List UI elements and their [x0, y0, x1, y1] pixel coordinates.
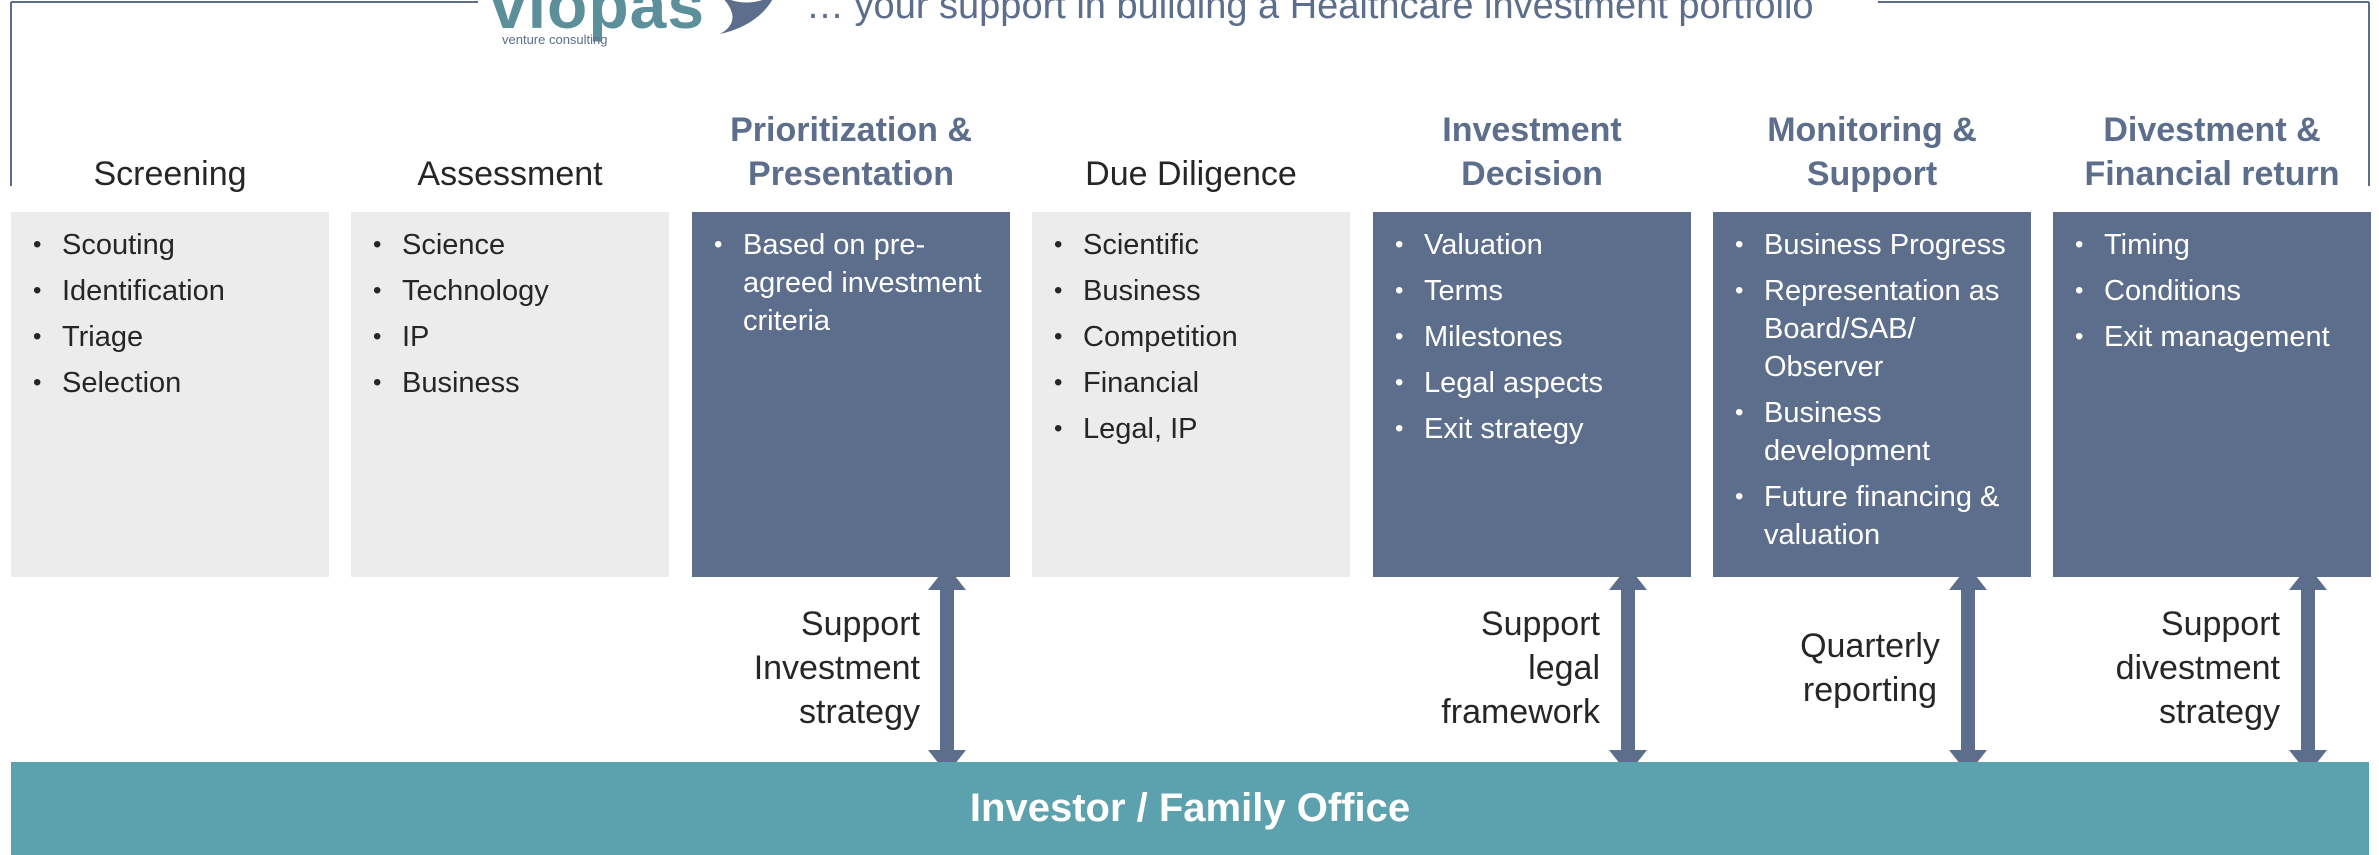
list-item: Scouting: [33, 226, 317, 264]
list-item: Competition: [1054, 318, 1338, 356]
list-item: Exit management: [2075, 318, 2359, 356]
list-item: Exit strategy: [1395, 410, 1679, 448]
stage-heading-assessment: Assessment: [417, 155, 603, 193]
support-label-investment-strategy: Support Investment strategy: [753, 605, 920, 731]
list-item: Legal, IP: [1054, 410, 1338, 448]
stage-box-investment-decision: Valuation Terms Milestones Legal aspects…: [1373, 212, 1691, 577]
logo: viopas: [490, 0, 706, 42]
list-item: Future financing & valuation: [1735, 478, 2019, 554]
stage-box-prioritization: Based on pre-agreed investment criteria: [692, 212, 1010, 577]
tagline: … your support in building a Healthcare …: [806, 0, 1814, 27]
list-item: Valuation: [1395, 226, 1679, 264]
list-item: Identification: [33, 272, 317, 310]
support-label-quarterly-reporting: Quarterly reporting: [1800, 627, 1940, 709]
list-item: Technology: [373, 272, 657, 310]
list-item: Science: [373, 226, 657, 264]
stage-heading-due-diligence: Due Diligence: [1085, 155, 1297, 193]
list-item: Legal aspects: [1395, 364, 1679, 402]
double-arrow-icon: [2289, 566, 2327, 774]
list-item: Scientific: [1054, 226, 1338, 264]
list-item: Conditions: [2075, 272, 2359, 310]
stage-box-due-diligence: Scientific Business Competition Financia…: [1032, 212, 1350, 577]
logo-subtitle: venture consulting: [502, 32, 608, 47]
list-item: Triage: [33, 318, 317, 356]
stage-heading-screening: Screening: [93, 155, 247, 193]
list-item: Business development: [1735, 394, 2019, 470]
investor-bar: Investor / Family Office: [11, 762, 2369, 855]
list-item: Business: [373, 364, 657, 402]
support-label-divestment-strategy: Support divestment strategy: [2115, 605, 2280, 731]
stage-heading-investment-decision: Investment Decision: [1442, 111, 1622, 193]
list-item: Timing: [2075, 226, 2359, 264]
support-label-legal-framework: Support legal framework: [1441, 605, 1600, 731]
list-item: Selection: [33, 364, 317, 402]
stage-box-divestment: Timing Conditions Exit management: [2053, 212, 2371, 577]
double-arrow-icon: [1609, 566, 1647, 774]
stage-heading-divestment: Divestment & Financial return: [2084, 111, 2340, 193]
double-arrow-icon: [928, 566, 966, 774]
stage-box-assessment: Science Technology IP Business: [351, 212, 669, 577]
list-item: Representation as Board/SAB/ Observer: [1735, 272, 2019, 386]
stage-heading-monitoring: Monitoring & Support: [1767, 111, 1977, 193]
list-item: Milestones: [1395, 318, 1679, 356]
stage-box-monitoring: Business Progress Representation as Boar…: [1713, 212, 2031, 577]
list-item: Based on pre-agreed investment criteria: [714, 226, 998, 340]
list-item: Business: [1054, 272, 1338, 310]
list-item: Terms: [1395, 272, 1679, 310]
list-item: Business Progress: [1735, 226, 2019, 264]
stage-box-screening: Scouting Identification Triage Selection: [11, 212, 329, 577]
list-item: Financial: [1054, 364, 1338, 402]
stage-heading-prioritization: Prioritization & Presentation: [730, 111, 972, 193]
list-item: IP: [373, 318, 657, 356]
logo-swoosh: [720, 0, 773, 34]
double-arrow-icon: [1949, 566, 1987, 774]
